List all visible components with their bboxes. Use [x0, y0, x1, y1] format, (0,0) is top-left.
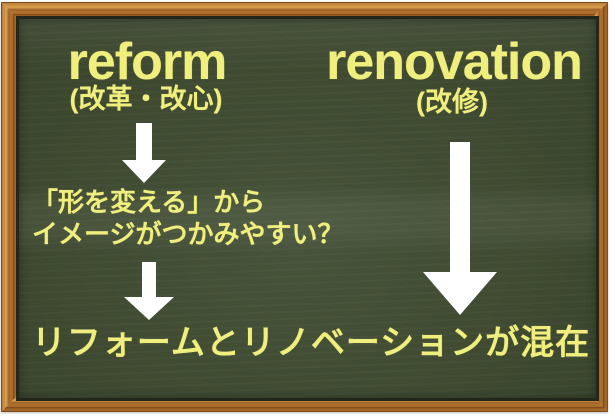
frame-top [1, 2, 608, 19]
term-reform-reading: (改革・改心) [69, 84, 223, 114]
chalkboard-surface [16, 16, 599, 401]
note-text: 「形を変える」から イメージがつかみやすい？ [32, 186, 343, 250]
term-renovation: renovation [326, 33, 583, 91]
term-renovation-reading: (改修) [416, 87, 488, 117]
frame-left [1, 2, 18, 412]
note-line-1: 「形を変える」から [32, 187, 266, 217]
conclusion-text: リフォームとリノベーションが混在 [31, 324, 591, 362]
term-reform: reform [67, 33, 228, 91]
note-line-2: イメージがつかみやすい？ [32, 219, 344, 249]
